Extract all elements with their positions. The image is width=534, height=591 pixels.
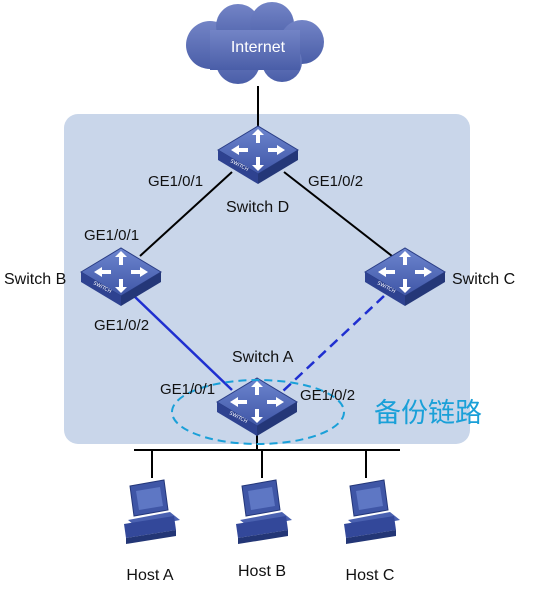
host-c-label: Host C [346, 567, 395, 584]
switch-domain-region [64, 114, 470, 444]
host-b-icon [235, 479, 293, 545]
switch-a-port-left-label: GE1/0/1 [160, 381, 215, 398]
switch-d-port-right-label: GE1/0/2 [308, 173, 363, 190]
backup-link-c-a [281, 295, 385, 393]
internet-label: Internet [231, 39, 286, 56]
switch-b-port-top-label: GE1/0/1 [84, 227, 139, 244]
switch-a-name-label: Switch A [232, 349, 294, 366]
switch-d-port-left-label: GE1/0/1 [148, 173, 203, 190]
switch-b-name-label: Switch B [4, 271, 66, 288]
host-c-icon [343, 479, 401, 545]
host-a-label: Host A [126, 567, 173, 584]
link-b-a [133, 295, 233, 391]
switch-a-port-right-label: GE1/0/2 [300, 387, 355, 404]
link-d-c [283, 171, 393, 257]
internet-cloud-icon: Internet [186, 2, 324, 84]
link-d-b [139, 171, 233, 257]
backup-link-label: 备份链路 [374, 398, 482, 429]
switch-d-name-label: Switch D [226, 199, 289, 216]
switch-c-name-label: Switch C [452, 271, 515, 288]
switch-b-port-bottom-label: GE1/0/2 [94, 317, 149, 334]
host-a-icon [123, 479, 181, 545]
backup-link-highlight [171, 379, 345, 445]
host-b-label: Host B [238, 563, 286, 580]
